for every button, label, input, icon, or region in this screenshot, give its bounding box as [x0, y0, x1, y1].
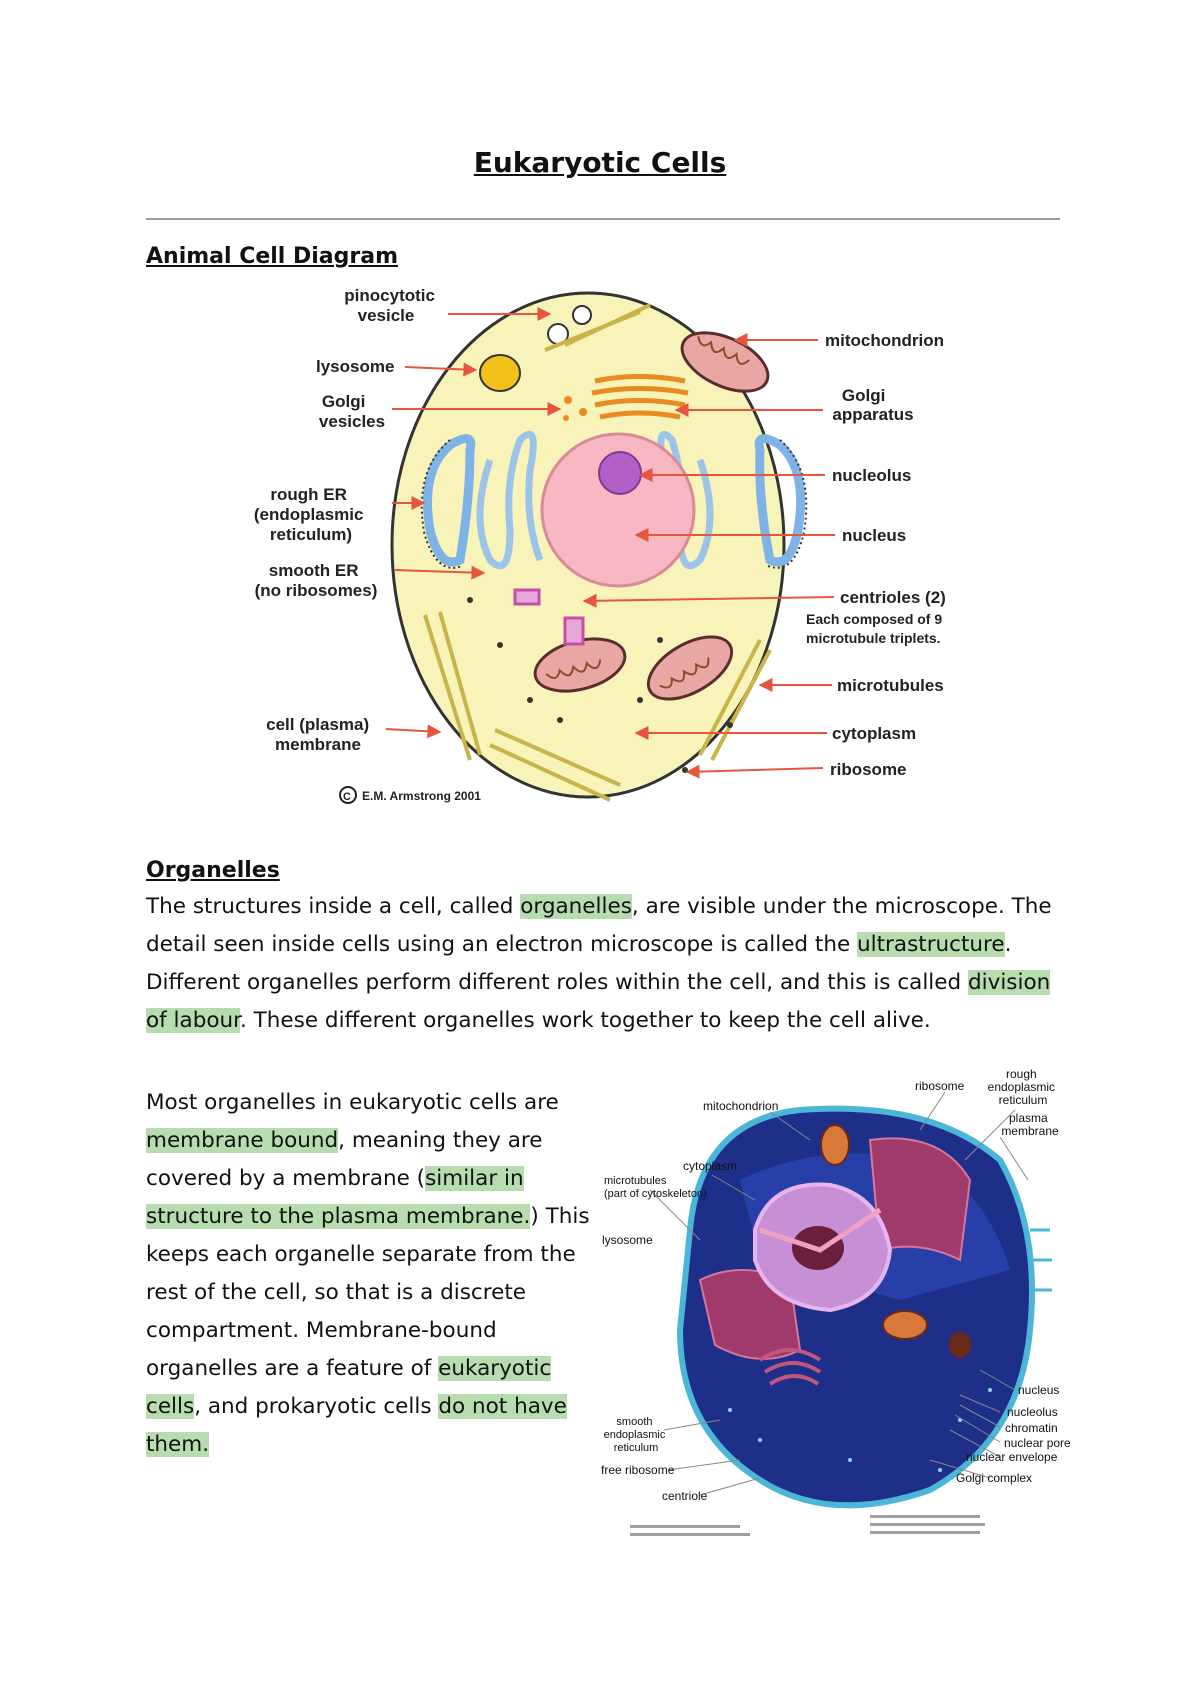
section-heading-animal-cell: Animal Cell Diagram — [146, 244, 399, 269]
page-title: Eukaryotic Cells — [473, 146, 727, 179]
svg-text:C: C — [343, 791, 351, 803]
label-pinocytotic-vesicle: pinocytotic vesicle — [344, 286, 439, 325]
highlight-organelles: organelles — [520, 894, 632, 919]
title-divider — [146, 218, 1060, 220]
label-centrioles-note: Each composed of 9 microtubule triplets. — [806, 611, 946, 646]
fig2-label-microtubules: microtubules (part of cytoskeleton) — [604, 1175, 707, 1200]
highlight-membrane-bound: membrane bound — [146, 1128, 339, 1153]
nucleolus-shape — [598, 451, 642, 495]
label-golgi-apparatus: Golgi apparatus — [832, 386, 913, 424]
centriole-shapes — [513, 588, 585, 646]
label-mitochondrion: mitochondrion — [825, 331, 944, 350]
fig2-label-free-ribosome: free ribosome — [601, 1463, 675, 1477]
fig2-label-rough-er: rough endoplasmic reticulum — [988, 1067, 1059, 1107]
fig2-label-smooth-er: smooth endoplasmic reticulum — [604, 1416, 669, 1454]
animal-cell-diagram: pinocytotic vesicle lysosome Golgi vesic… — [254, 286, 946, 804]
highlight-ultrastructure: ultrastructure — [857, 932, 1005, 957]
label-centrioles: centrioles (2) — [840, 588, 946, 607]
label-nucleolus: nucleolus — [832, 466, 911, 485]
fig2-label-mitochondrion: mitochondrion — [703, 1099, 778, 1113]
label-lysosome: lysosome — [316, 357, 394, 376]
microtubule-shapes — [423, 303, 772, 802]
label-golgi-vesicles: Golgi vesicles — [319, 392, 385, 431]
fig2-label-centriole: centriole — [662, 1489, 708, 1503]
organelles-paragraph: The structures inside a cell, called org… — [146, 894, 1052, 1033]
figure-credit: E.M. Armstrong 2001 — [362, 789, 481, 803]
3d-cell-diagram: mitochondrion ribosome rough endoplasmic… — [601, 1067, 1070, 1536]
fig2-label-nuclear-envelope: nuclear envelope — [966, 1450, 1058, 1464]
label-nucleus: nucleus — [842, 526, 906, 545]
fig2-label-nucleolus: nucleolus — [1007, 1405, 1058, 1419]
nucleus-shape — [540, 432, 696, 588]
label-ribosome: ribosome — [830, 760, 907, 779]
fig2-label-nucleus: nucleus — [1018, 1383, 1059, 1397]
label-rough-er: rough ER (endoplasmic reticulum) — [254, 485, 368, 544]
fig2-label-ribosome: ribosome — [915, 1079, 965, 1093]
membrane-bound-paragraph: Most organelles in eukaryotic cells are … — [146, 1090, 590, 1457]
label-cell-membrane: cell (plasma) membrane — [266, 715, 374, 754]
fig2-label-nuclear-pore: nuclear pore — [1004, 1436, 1070, 1450]
label-microtubules: microtubules — [837, 676, 944, 695]
label-cytoplasm: cytoplasm — [832, 724, 916, 743]
section-heading-organelles: Organelles — [146, 858, 280, 883]
fig2-label-cytoplasm: cytoplasm — [683, 1159, 737, 1173]
fig2-label-golgi-complex: Golgi complex — [956, 1471, 1032, 1485]
copyright-icon — [339, 786, 357, 804]
rough-er-shapes — [423, 434, 806, 567]
fig2-label-chromatin: chromatin — [1005, 1421, 1058, 1435]
label-smooth-er: smooth ER (no ribosomes) — [255, 561, 378, 600]
fig2-label-plasma-membrane: plasma membrane — [1001, 1111, 1059, 1138]
fig2-label-lysosome: lysosome — [602, 1233, 653, 1247]
